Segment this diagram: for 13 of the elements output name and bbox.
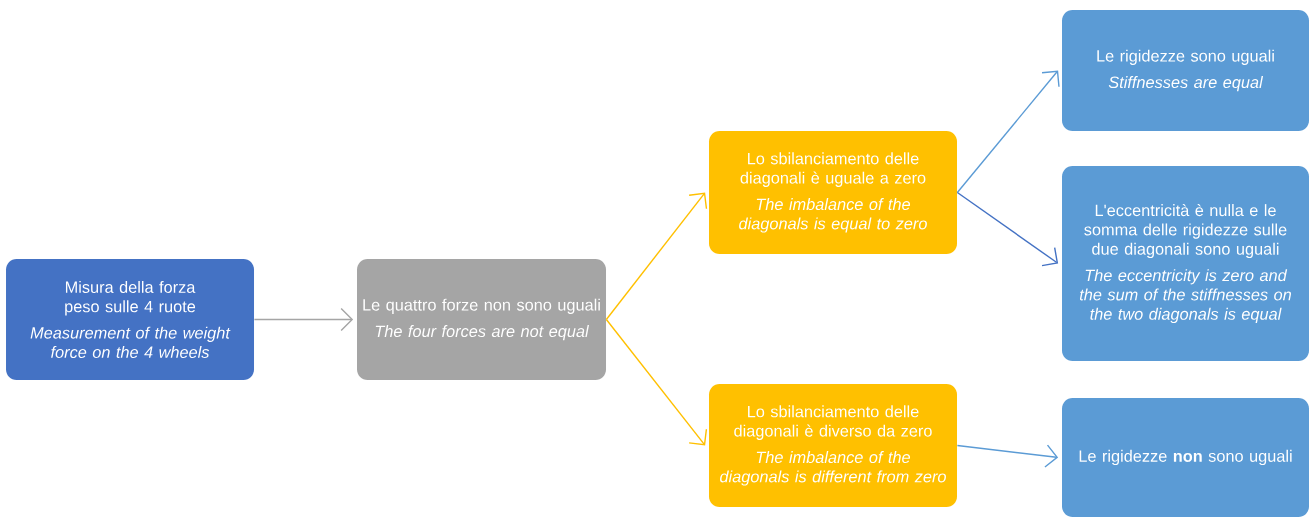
process-box: Misura della forza peso sulle 4 ruote Measurement of the weight force on the 4 wheels (6, 259, 254, 380)
arrow (956, 444, 1059, 468)
arrow (605, 318, 708, 446)
arrow (956, 191, 1059, 267)
arrow (956, 70, 1060, 194)
arrow (605, 192, 708, 321)
arrow (253, 307, 354, 332)
process-box: Le quattro forze non sono uguali The four forces are not equal (357, 259, 606, 380)
process-box: Le rigidezze non sono uguali (1062, 398, 1309, 517)
process-box: L'eccentricità è nulla e le somma delle rigidezze sulle due diagonali sono uguali The eccentricity is zero and the sum of the stiffnesses on the two diagonals is equal (1062, 166, 1309, 361)
process-box: Lo sbilanciamento delle diagonali è diverso da zero The imbalance of the diagonals is different from zero (709, 384, 957, 507)
process-box: Lo sbilanciamento delle diagonali è uguale a zero The imbalance of the diagonals is equal to zero (709, 131, 957, 254)
process-box: Le rigidezze sono uguali Stiffnesses are equal (1062, 10, 1309, 131)
